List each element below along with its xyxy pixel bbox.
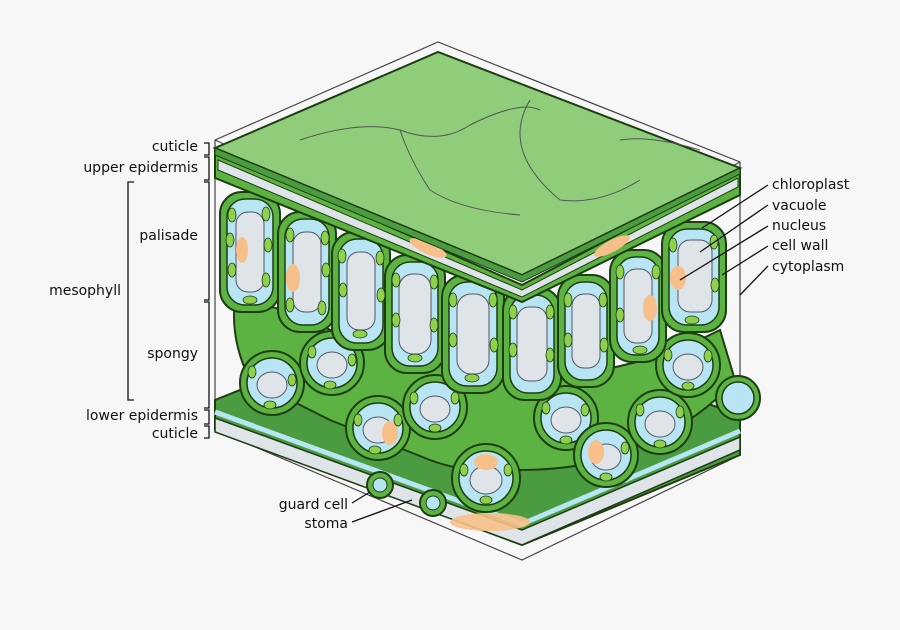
left-brackets: [127, 142, 210, 439]
bottom-labels: guard cell stoma: [279, 497, 348, 532]
label-palisade: palisade: [139, 228, 198, 244]
left-labels: cuticle upper epidermis palisade mesophy…: [49, 139, 198, 442]
label-cuticle-top: cuticle: [152, 139, 198, 155]
label-cytoplasm: cytoplasm: [772, 259, 844, 275]
bottom-leader-lines: [351, 491, 413, 523]
label-chloroplast: chloroplast: [772, 177, 850, 193]
right-leader-lines: [679, 184, 769, 296]
label-vacuole: vacuole: [772, 198, 827, 214]
label-mesophyll: mesophyll: [49, 283, 121, 299]
spongy-cell: [655, 332, 721, 398]
right-labels: chloroplast vacuole nucleus cell wall cy…: [772, 177, 850, 275]
label-upper-epidermis: upper epidermis: [83, 160, 198, 176]
top-cuticle-surface: [212, 50, 743, 283]
spongy-cell: [715, 375, 761, 421]
label-cuticle-bottom: cuticle: [152, 426, 198, 442]
spongy-cell: [627, 389, 693, 455]
palisade-cell: [384, 254, 446, 374]
label-cell-wall: cell wall: [772, 238, 828, 254]
label-guard-cell: guard cell: [279, 497, 348, 513]
spongy-cell: [239, 350, 305, 416]
label-spongy: spongy: [147, 346, 198, 362]
label-stoma: stoma: [304, 516, 348, 532]
palisade-cells: [219, 191, 727, 401]
spongy-cell: [573, 422, 639, 488]
chloroplasts: [225, 206, 720, 505]
label-lower-epidermis: lower epidermis: [86, 408, 198, 424]
spongy-cell: [451, 443, 521, 513]
palisade-cell: [661, 221, 727, 333]
palisade-cell: [441, 274, 505, 394]
stoma-guard-cells: [366, 471, 447, 517]
palisade-cell: [557, 274, 615, 388]
label-nucleus: nucleus: [772, 218, 826, 234]
spongy-cells: [239, 330, 761, 513]
